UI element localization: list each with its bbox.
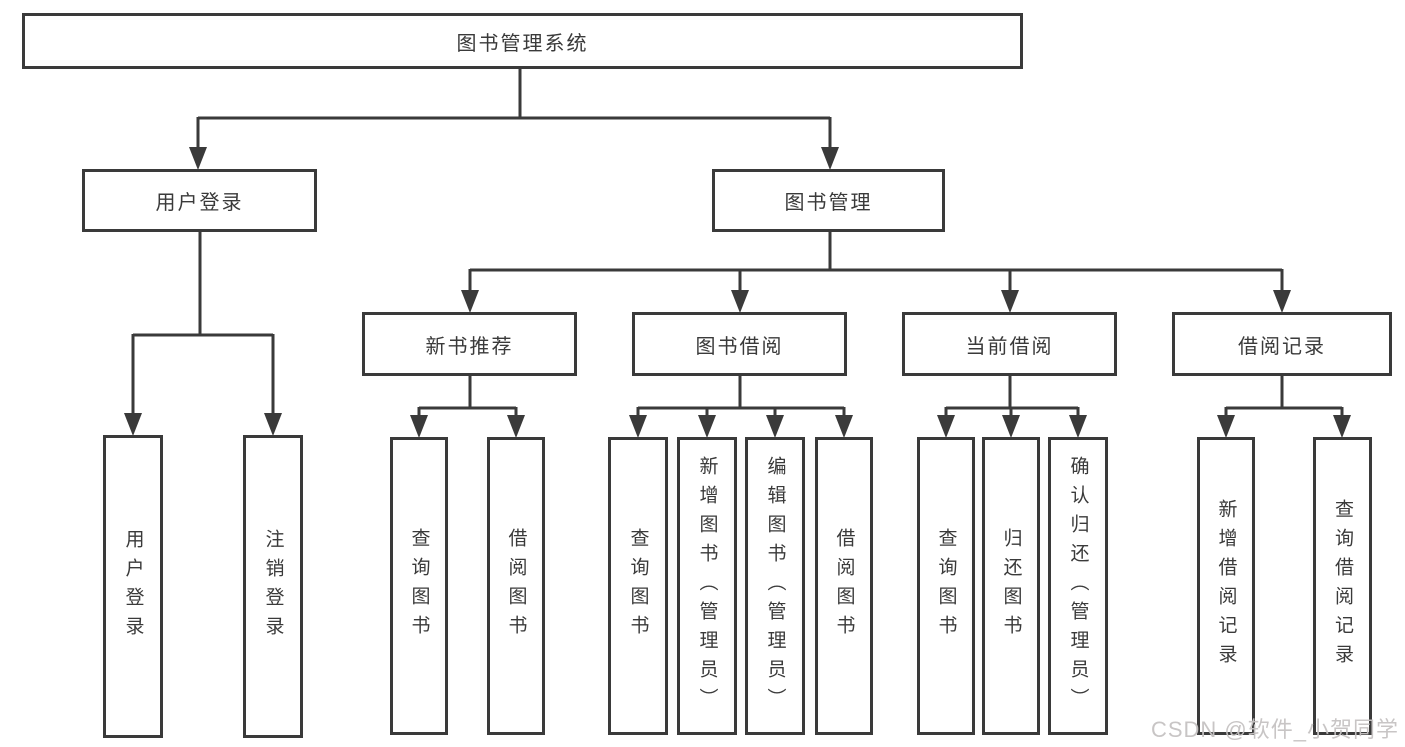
- leaf-logout: 注销登录: [243, 435, 303, 738]
- node-book-borrow: 图书借阅: [632, 312, 847, 376]
- node-new-book-recommend: 新书推荐: [362, 312, 577, 376]
- arrowhead-icon: [731, 290, 749, 313]
- node-book-management: 图书管理: [712, 169, 945, 232]
- leaf-label: 编辑图书（管理员）: [764, 455, 786, 717]
- arrowhead-icon: [698, 415, 716, 438]
- arrowhead-icon: [835, 415, 853, 438]
- leaf-label: 新增图书（管理员）: [696, 455, 718, 717]
- leaf-edit-book-admin: 编辑图书（管理员）: [745, 437, 805, 735]
- arrowhead-icon: [1217, 415, 1235, 438]
- node-current-borrow: 当前借阅: [902, 312, 1117, 376]
- arrowhead-icon: [124, 413, 142, 436]
- leaf-label: 注销登录: [262, 528, 284, 645]
- arrowhead-icon: [1333, 415, 1351, 438]
- connector-newbooks-to-leaves: [410, 376, 525, 438]
- connector-borrow-to-leaves: [629, 376, 853, 438]
- leaf-user-login: 用户登录: [103, 435, 163, 738]
- leaf-borrow-books-1: 借阅图书: [487, 437, 545, 735]
- arrowhead-icon: [821, 147, 839, 170]
- arrowhead-icon: [507, 415, 525, 438]
- arrowhead-icon: [1002, 415, 1020, 438]
- node-root-library-system: 图书管理系统: [22, 13, 1023, 69]
- arrowhead-icon: [766, 415, 784, 438]
- arrowhead-icon: [410, 415, 428, 438]
- leaf-label: 查询图书: [627, 528, 649, 644]
- arrowhead-icon: [937, 415, 955, 438]
- node-user-login: 用户登录: [82, 169, 317, 232]
- connector-root-to-level2: [189, 69, 839, 170]
- leaf-confirm-return-admin: 确认归还（管理员）: [1048, 437, 1108, 735]
- leaf-label: 查询图书: [935, 528, 957, 644]
- leaf-query-books-2: 查询图书: [608, 437, 668, 735]
- arrowhead-icon: [1001, 290, 1019, 313]
- leaf-query-books-3: 查询图书: [917, 437, 975, 735]
- leaf-add-book-admin: 新增图书（管理员）: [677, 437, 737, 735]
- leaf-label: 确认归还（管理员）: [1067, 455, 1089, 717]
- leaf-label: 查询图书: [408, 528, 430, 644]
- leaf-return-book: 归还图书: [982, 437, 1040, 735]
- csdn-watermark: CSDN @软件_小贺同学: [1150, 717, 1399, 742]
- arrowhead-icon: [1069, 415, 1087, 438]
- leaf-label: 用户登录: [122, 528, 144, 645]
- arrowhead-icon: [264, 413, 282, 436]
- leaf-query-borrow-record: 查询借阅记录: [1313, 437, 1372, 735]
- leaf-label: 归还图书: [1000, 528, 1022, 644]
- arrowhead-icon: [629, 415, 647, 438]
- connector-userlogin-to-leaves: [124, 232, 282, 436]
- connector-current-to-leaves: [937, 376, 1087, 438]
- leaf-query-books-1: 查询图书: [390, 437, 448, 735]
- connector-bookmgmt-to-level3: [461, 232, 1291, 313]
- arrowhead-icon: [189, 147, 207, 170]
- leaf-label: 借阅图书: [833, 528, 855, 644]
- leaf-label: 新增借阅记录: [1215, 499, 1237, 673]
- leaf-label: 查询借阅记录: [1332, 499, 1353, 673]
- leaf-label: 借阅图书: [505, 528, 527, 644]
- node-borrow-records: 借阅记录: [1172, 312, 1392, 376]
- arrowhead-icon: [1273, 290, 1291, 313]
- leaf-borrow-books-2: 借阅图书: [815, 437, 873, 735]
- leaf-add-borrow-record: 新增借阅记录: [1197, 437, 1255, 735]
- connector-records-to-leaves: [1217, 376, 1351, 438]
- arrowhead-icon: [461, 290, 479, 313]
